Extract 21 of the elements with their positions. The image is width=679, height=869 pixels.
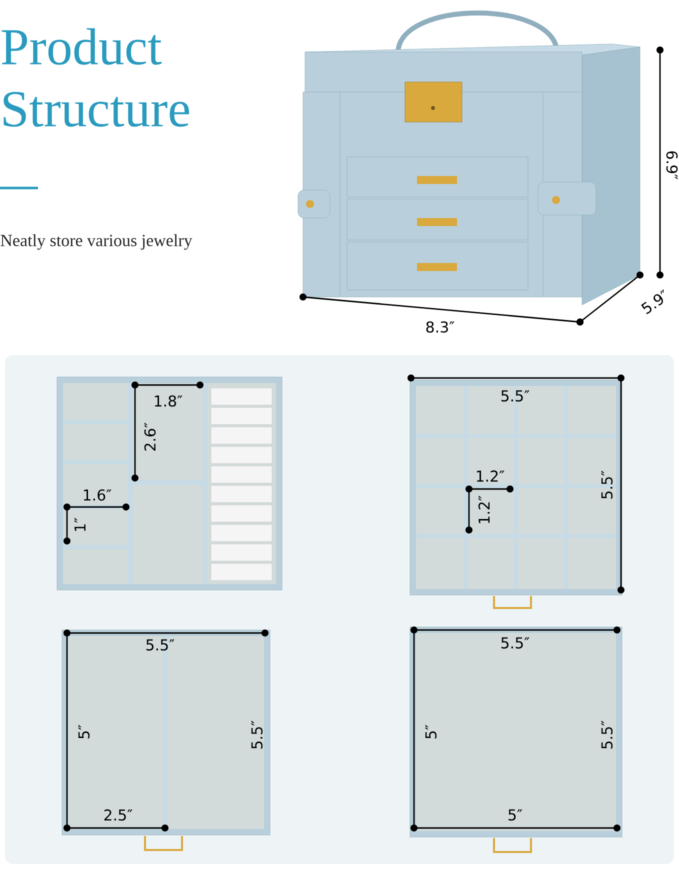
dimension-label: 2.6″: [144, 422, 156, 451]
dimension-label: 5″: [425, 724, 437, 738]
dimension-label: 1.2″: [478, 496, 490, 524]
dimension-label: 5.5″: [501, 637, 530, 649]
dimension-label: 5″: [78, 724, 90, 738]
dimension-label: 2.5″: [104, 809, 132, 821]
dimension-label: 5.5″: [601, 470, 613, 499]
dimension-label: 1.6″: [84, 489, 112, 501]
dimension-label: 1″: [74, 518, 86, 531]
dimension-label: 5.5″: [601, 720, 613, 749]
dimension-label: 1.2″: [476, 470, 504, 482]
dimension-label: 6.9″: [666, 151, 678, 180]
dimension-label: 5.5″: [251, 720, 263, 749]
dimension-label: 5.5″: [501, 390, 530, 402]
dimension-label: 1.8″: [154, 395, 182, 407]
subtitle: Neatly store various jewelry: [0, 234, 192, 250]
dimension-label: 5.9″: [641, 289, 664, 314]
dimension-label: 5″: [508, 809, 522, 821]
dimension-label: 5.5″: [146, 639, 174, 651]
dimension-label: 8.3″: [426, 321, 454, 333]
title: Product Structure: [2, 28, 190, 127]
